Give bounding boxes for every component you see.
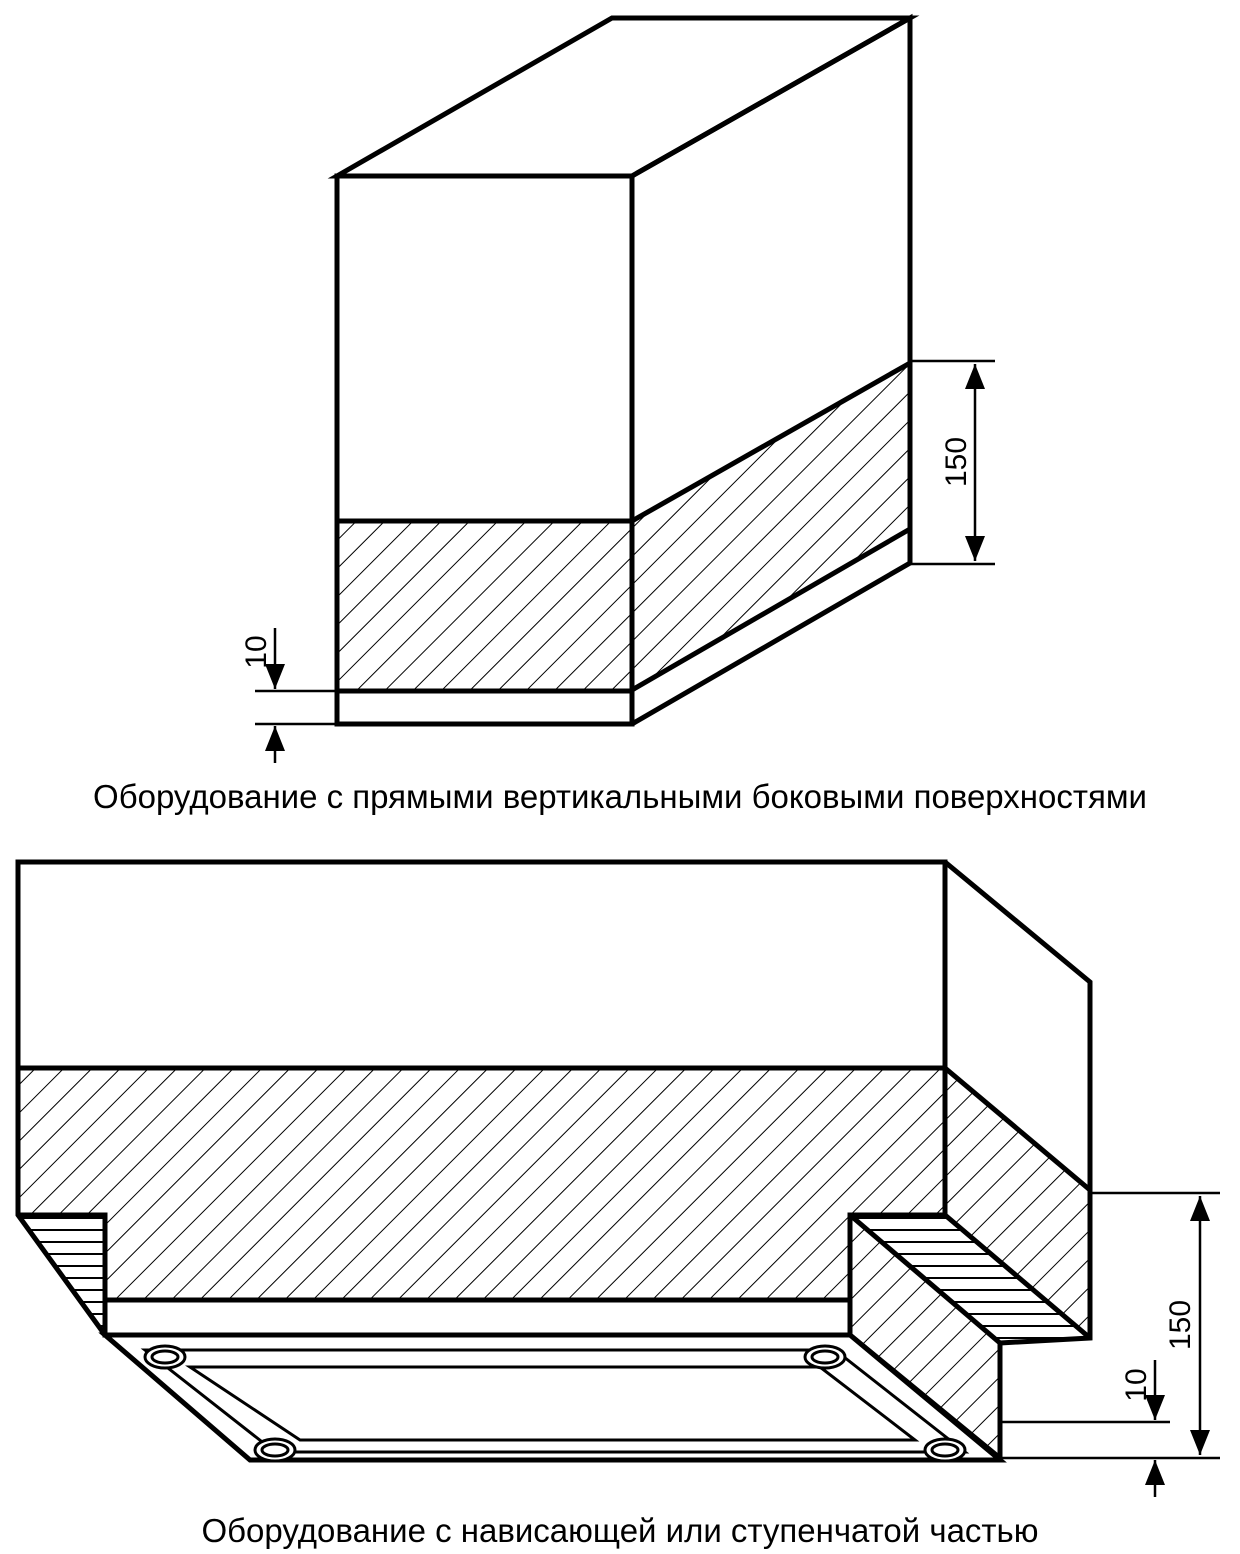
front-hatched-zone xyxy=(337,521,632,691)
top-face xyxy=(327,15,920,179)
bottom-dimension-10 xyxy=(1000,1360,1170,1497)
bottom-dim-150-label: 150 xyxy=(1164,1300,1197,1350)
bottom-equipment-box xyxy=(15,859,1093,1463)
bottom-figure-caption: Оборудование с нависающей или ступенчато… xyxy=(201,1512,1039,1549)
step-hatched-side xyxy=(850,1215,1000,1458)
top-figure-caption: Оборудование с прямыми вертикальными бок… xyxy=(93,778,1147,815)
side-hatched-band xyxy=(945,1068,1090,1338)
foot-front-left xyxy=(143,1344,187,1370)
front-face xyxy=(334,173,635,727)
upper-front-face xyxy=(15,859,948,1071)
top-dim-10-label: 10 xyxy=(240,635,273,668)
foot-back-left xyxy=(253,1437,297,1463)
step-top-hatched xyxy=(850,1215,1090,1343)
bottom-dimension-150 xyxy=(1000,1191,1220,1460)
top-dim-150-label: 150 xyxy=(940,437,973,487)
top-dimension-10 xyxy=(255,628,337,763)
side-hatched-zone xyxy=(632,363,910,690)
foot-back-right xyxy=(923,1437,967,1463)
foot-front-right xyxy=(803,1344,847,1370)
upper-side-face xyxy=(943,860,1093,1190)
bottom-dim-10-label: 10 xyxy=(1120,1368,1153,1401)
base-frame-inner xyxy=(140,1344,970,1463)
top-dimension-150 xyxy=(910,359,995,566)
front-hatched-band xyxy=(18,1068,945,1300)
lower-plinth xyxy=(102,1297,853,1338)
top-equipment-box xyxy=(327,13,920,727)
side-face xyxy=(630,13,913,727)
